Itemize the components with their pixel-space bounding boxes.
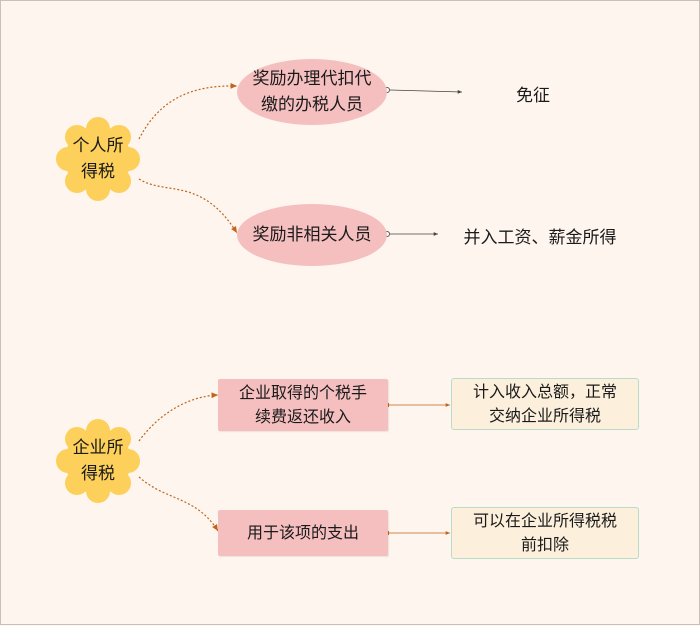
- root-node-corporate-income-tax: 企业所 得税: [55, 418, 141, 504]
- branch-label: 奖励办理代扣代 缴的办税人员: [252, 69, 372, 115]
- result-merge-into-salary: 并入工资、薪金所得: [446, 221, 634, 249]
- result-label: 并入工资、薪金所得: [463, 227, 617, 248]
- result-pretax-deduction: 可以在企业所得税税 前扣除: [451, 507, 639, 559]
- cloud-shape: [56, 419, 140, 503]
- connector-tree1-branch1: [138, 82, 238, 140]
- root-label: 个人所 得税: [72, 136, 124, 182]
- cloud-shape: [56, 117, 140, 201]
- result-exempt: 免征: [491, 79, 575, 107]
- root-label: 企业所 得税: [72, 438, 124, 484]
- connector-tree2-branch2: [138, 476, 219, 532]
- branch-node-related-expenses: 用于该项的支出: [218, 510, 388, 556]
- result-label: 可以在企业所得税税 前扣除: [472, 511, 617, 554]
- branch-label: 企业取得的个税手 续费返还收入: [238, 383, 367, 426]
- result-include-in-revenue: 计入收入总额，正常 交纳企业所得税: [451, 378, 639, 430]
- arrow-tree1-result1: [389, 89, 463, 94]
- connector-tree1-branch2: [138, 178, 238, 234]
- branch-node-unrelated-staff: 奖励非相关人员: [237, 204, 387, 266]
- branch-label: 奖励非相关人员: [252, 225, 372, 245]
- root-node-individual-income-tax: 个人所 得税: [55, 116, 141, 202]
- branch-label: 用于该项的支出: [246, 523, 359, 542]
- result-label: 计入收入总额，正常 交纳企业所得税: [472, 382, 617, 425]
- connector-tree2-branch1: [138, 392, 219, 442]
- branch-node-fee-refund-income: 企业取得的个税手 续费返还收入: [218, 379, 388, 431]
- result-label: 免征: [516, 85, 550, 106]
- branch-node-tax-handlers: 奖励办理代扣代 缴的办税人员: [237, 59, 387, 125]
